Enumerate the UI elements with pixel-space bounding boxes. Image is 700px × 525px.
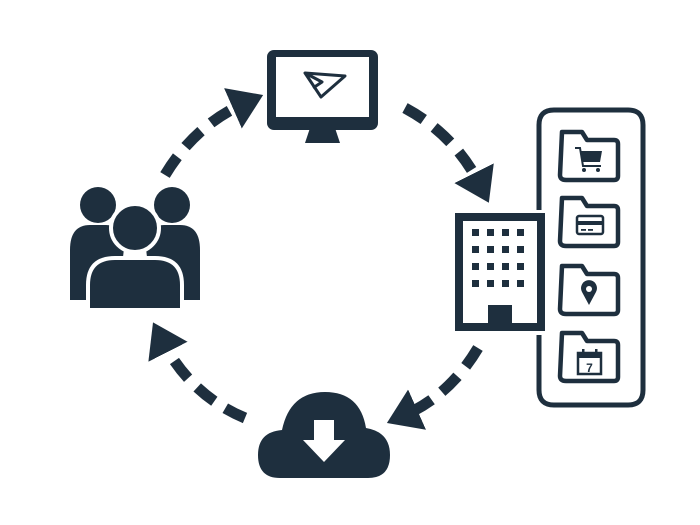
credit-card-icon [575,214,605,236]
cloud-download-icon [258,392,390,478]
arrow-cloud-to-users [148,322,248,424]
calendar-icon: 7 [576,349,603,376]
location-pin-icon [581,280,598,305]
folder [557,129,621,183]
user-group-icon [70,187,200,312]
office-building-icon [455,213,545,331]
folder-panel [536,107,646,408]
folder [557,330,621,384]
calendar-day: 7 [586,361,593,375]
arrow-building-to-cloud [386,345,483,430]
arrow-users-to-monitor [160,88,264,178]
folder [557,263,621,317]
folder [557,195,621,249]
arrow-monitor-to-building [402,103,494,203]
monitor-send-icon [267,50,378,143]
shopping-cart-icon [575,147,602,172]
